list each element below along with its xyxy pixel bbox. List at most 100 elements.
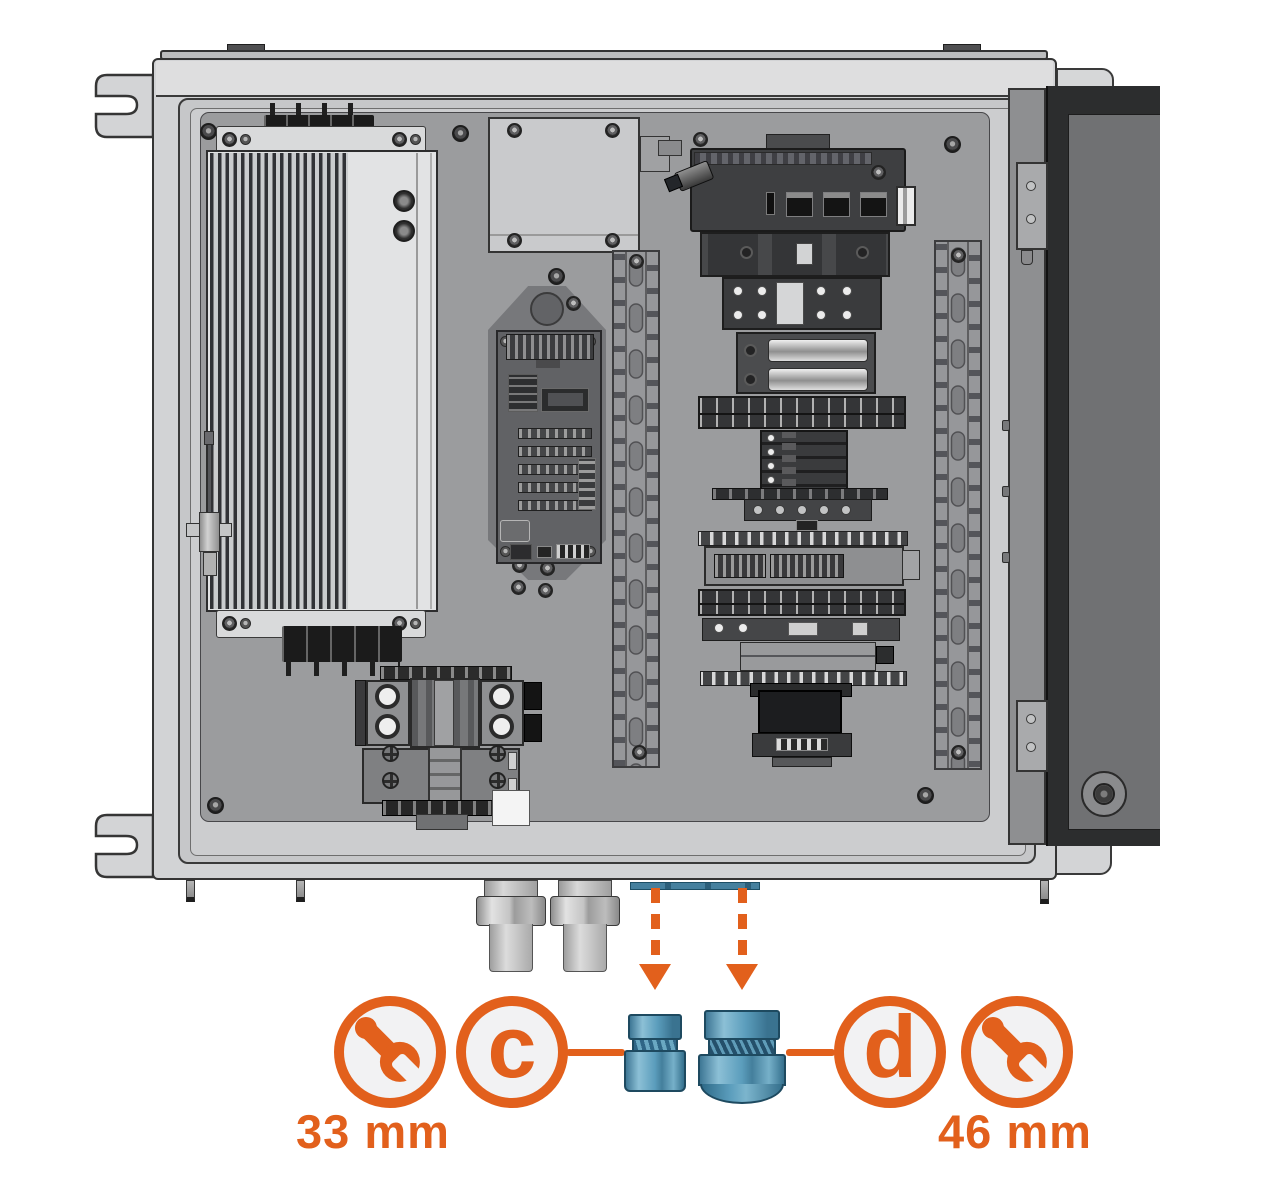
terminal-dot — [842, 286, 852, 296]
gland-cap — [628, 1014, 682, 1040]
panel-screw — [944, 136, 961, 153]
terminal-center-spacer — [776, 282, 804, 325]
pcb-tab — [536, 360, 560, 368]
size-label-33mm: 33 mm — [296, 1105, 450, 1158]
ribbon-cable-box — [758, 690, 842, 734]
contactor-screw — [489, 745, 506, 762]
wrench-circle-left — [334, 996, 446, 1108]
contactor-screw — [382, 772, 399, 789]
pcb-header-connector — [506, 334, 594, 360]
duct-screw — [951, 248, 966, 263]
pcb-plate-screw — [566, 296, 581, 311]
psu-screw — [410, 618, 421, 629]
junction-box-screw — [507, 123, 522, 138]
arrow-head — [726, 964, 758, 990]
hinge-pin-hole — [1026, 181, 1036, 191]
hinge-pin-hole — [1026, 214, 1036, 224]
switch-usb-slot — [766, 192, 775, 215]
panel-screw — [207, 797, 224, 814]
duct-screw — [951, 745, 966, 760]
psu-bottom-pins — [286, 660, 400, 676]
breaker-aux-block — [524, 682, 542, 710]
pcb-bottom-chip — [510, 544, 532, 560]
terminal-dot — [757, 286, 767, 296]
terminal-dot — [816, 286, 826, 296]
rj45-port — [786, 192, 813, 217]
psu-adjust-pot — [393, 190, 415, 212]
breaker-bottom-tab — [416, 814, 468, 830]
terminal-dot — [714, 623, 724, 633]
terminal-cell-strip — [700, 671, 907, 686]
psu-screw — [222, 616, 237, 631]
interface-connector — [876, 646, 894, 664]
standoff-collar — [199, 512, 220, 552]
gland-nut — [550, 896, 620, 926]
gland-cap — [704, 1010, 780, 1040]
step-label-c: c — [487, 997, 537, 1096]
switch-screw — [871, 165, 886, 180]
breaker-lug — [489, 684, 514, 709]
gland-hole-strip — [630, 882, 760, 890]
breaker-aux-block — [524, 714, 542, 742]
panel-screw — [917, 787, 934, 804]
jamb-stud — [1002, 486, 1010, 497]
io-module-connector — [902, 550, 920, 580]
mini-connector — [796, 520, 818, 531]
cable-gland-gray — [550, 880, 620, 972]
hinge-pin-hole — [1026, 742, 1036, 752]
pcb-small-frame — [500, 520, 530, 542]
bottom-module-tab — [772, 757, 832, 767]
contactor-screw — [489, 772, 506, 789]
relay-cylinder — [768, 368, 868, 391]
size-label-46mm: 46 mm — [938, 1105, 1092, 1158]
cable-gland-gray — [476, 880, 546, 972]
contactor-side-slot — [508, 752, 517, 770]
io-module-terminals — [770, 554, 844, 578]
arrow-head — [639, 964, 671, 990]
wrench-circle-right — [961, 996, 1073, 1108]
door-lock-insert — [1093, 783, 1115, 805]
psu-screw — [240, 618, 251, 629]
interface-module — [740, 642, 876, 671]
module-dot — [856, 246, 869, 259]
cable-gland-large-blue — [698, 1010, 786, 1104]
junction-box-screw — [507, 233, 522, 248]
relay-led — [767, 462, 775, 470]
din-end-bracket — [896, 186, 916, 226]
breaker-lug — [375, 684, 400, 709]
terminal-dot — [841, 505, 851, 515]
psu-bottom-terminal-block — [282, 626, 402, 662]
module-row-slot — [796, 243, 813, 265]
terminal-dot — [775, 505, 785, 515]
conduit-elbow — [658, 140, 682, 156]
bottom-pin-1 — [186, 880, 195, 902]
relay-dot — [744, 373, 757, 386]
relay-cylinder — [768, 339, 868, 362]
bottom-pin-3 — [1040, 880, 1049, 904]
arrow-shaft — [651, 888, 660, 964]
relay-led — [767, 476, 775, 484]
duct-screw — [632, 745, 647, 760]
gland-dome — [700, 1084, 784, 1104]
gland-body — [624, 1050, 686, 1092]
pcb-connector-strip — [518, 428, 592, 439]
panel-screw — [200, 123, 217, 140]
junction-box-seam — [490, 234, 638, 236]
terminal-dot — [797, 505, 807, 515]
module-dot — [740, 246, 753, 259]
hinge-pin — [1021, 250, 1033, 265]
pcb-bottom-connector — [537, 546, 552, 558]
gland-nut — [476, 896, 546, 926]
terminal-bus-strip — [698, 396, 906, 429]
terminal-dot — [819, 505, 829, 515]
pcb-chip — [508, 374, 538, 412]
relay-led — [767, 434, 775, 442]
breaker-white-box — [492, 790, 530, 826]
step-circle-c: c — [456, 996, 568, 1108]
door-inner-face — [1068, 114, 1160, 830]
terminal-dot — [753, 505, 763, 515]
terminal-dot — [757, 310, 767, 320]
wrench-icon — [354, 1016, 427, 1089]
standoff-tip — [204, 431, 214, 445]
step-circle-d: d — [834, 996, 946, 1108]
